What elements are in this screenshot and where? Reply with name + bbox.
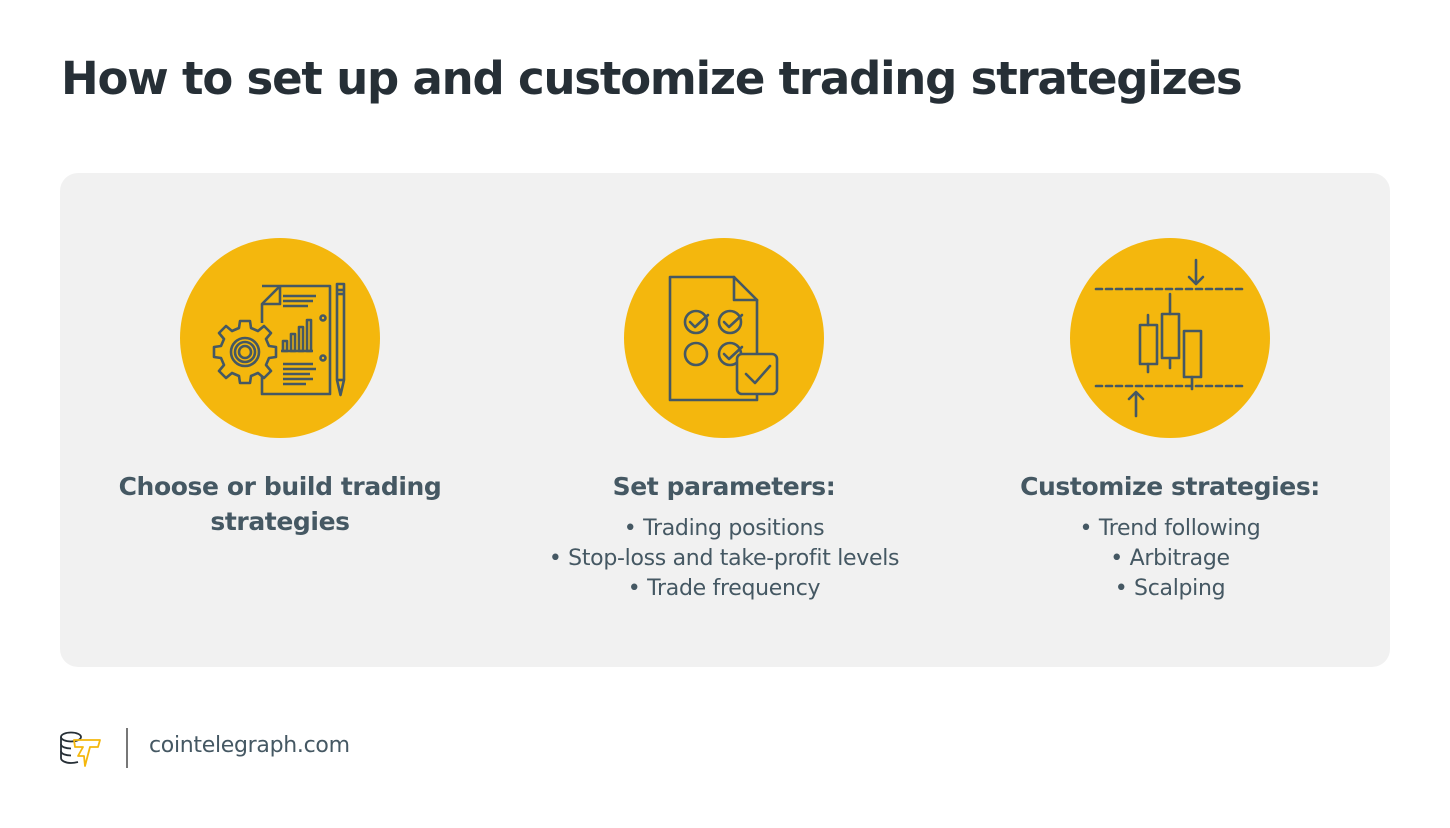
- bullet-arbitrage: • Arbitrage: [1110, 546, 1230, 571]
- bullet-trade-frequency: • Trade frequency: [627, 576, 821, 601]
- footer-site: cointelegraph.com: [149, 733, 350, 758]
- bullet-trading-positions: • Trading positions: [623, 516, 825, 541]
- steps-panel: Choose or build trading strategies Set p…: [60, 173, 1390, 667]
- step-1-icon-circle: [180, 238, 380, 438]
- step-3-bullets: • Trend following • Arbitrage • Scalping: [950, 514, 1390, 604]
- step-2-icon-circle: [624, 238, 824, 438]
- step-2-bullets: • Trading positions • Stop-loss and take…: [504, 514, 944, 604]
- footer-divider: [126, 728, 128, 768]
- step-2-heading: Set parameters:: [612, 472, 836, 501]
- bullet-stop-loss-take-profit: • Stop-loss and take-profit levels: [548, 546, 900, 571]
- page-title: How to set up and customize trading stra…: [61, 52, 1243, 105]
- step-3-icon-circle: [1070, 238, 1270, 438]
- bullet-trend-following: • Trend following: [1079, 516, 1261, 541]
- cointelegraph-logo-icon: [60, 731, 101, 767]
- bullet-scalping: • Scalping: [1114, 576, 1226, 601]
- candlestick-range-icon: [1094, 258, 1248, 418]
- step-1-heading: Choose or build trading strategies: [118, 472, 442, 536]
- checklist-document-icon: [668, 275, 779, 402]
- step-3-heading: Customize strategies:: [1020, 472, 1320, 501]
- document-gear-chart-icon: [212, 282, 346, 397]
